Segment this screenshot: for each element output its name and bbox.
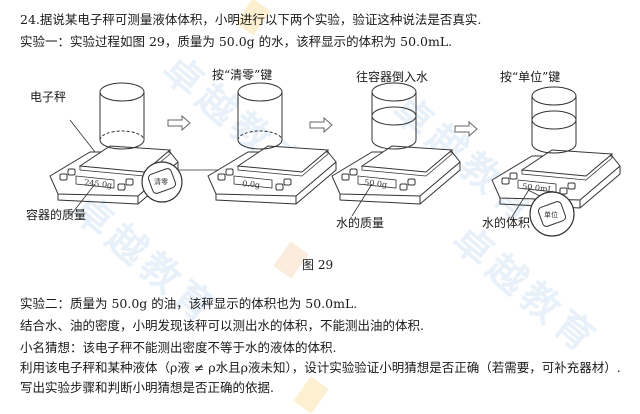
ask-text: 写出实验步骤和判断小明猜想是否正确的依据. [20, 380, 274, 395]
label-step4-top: 按“单位”键 [500, 70, 561, 84]
scale-step-1: 245.0g [49, 82, 179, 217]
arrow-right-icon [167, 114, 191, 132]
svg-text:单位: 单位 [544, 210, 558, 219]
label-step3-top: 往容器倒入水 [356, 70, 429, 84]
figure-29: 245.0g 0.0g 清零 50.0g [0, 56, 640, 256]
watermark-spot [293, 376, 329, 414]
arrow-right-icon [309, 116, 333, 134]
scale-step-2: 0.0g [207, 82, 337, 205]
figure-caption: 图 29 [302, 258, 334, 272]
question-title: 24.据说某电子秤可测量液体体积，小明进行以下两个实验，验证这种说法是否真实. [20, 12, 482, 27]
guess-text: 小名猜想：该电子秤不能测出密度不等于水的液体的体积. [20, 340, 337, 355]
svg-text:0.0g: 0.0g [242, 179, 261, 190]
label-water-volume: 水的体积 [482, 216, 531, 230]
experiment1-text: 实验一：实验过程如图 29，质量为 50.0g 的水，该秤显示的体积为 50.0… [20, 34, 453, 49]
svg-text:245.0g: 245.0g [84, 178, 113, 190]
scales-illustration: 245.0g 0.0g 清零 50.0g [49, 82, 621, 237]
svg-text:50.0g: 50.0g [364, 178, 388, 189]
arrow-right-icon [454, 120, 478, 138]
label-water-mass: 水的质量 [336, 216, 385, 230]
finding-text: 结合水、油的密度，小明发现该秤可以测出水的体积，不能测出油的体积. [20, 318, 424, 333]
experiment2-text: 实验二：质量为 50.0g 的油，该秤显示的体积也为 50.0mL. [20, 296, 358, 311]
svg-text:清零: 清零 [154, 177, 168, 186]
task-text: 利用该电子秤和某种液体（ρ液 ≠ ρ水且ρ液未知），设计实验验证小明猜想是否正确… [20, 360, 621, 375]
scale-step-3: 50.0g [331, 82, 461, 217]
label-step2-top: 按“清零”键 [212, 68, 273, 82]
label-electronic-scale: 电子秤 [30, 90, 67, 104]
label-container-mass: 容器的质量 [26, 208, 87, 222]
